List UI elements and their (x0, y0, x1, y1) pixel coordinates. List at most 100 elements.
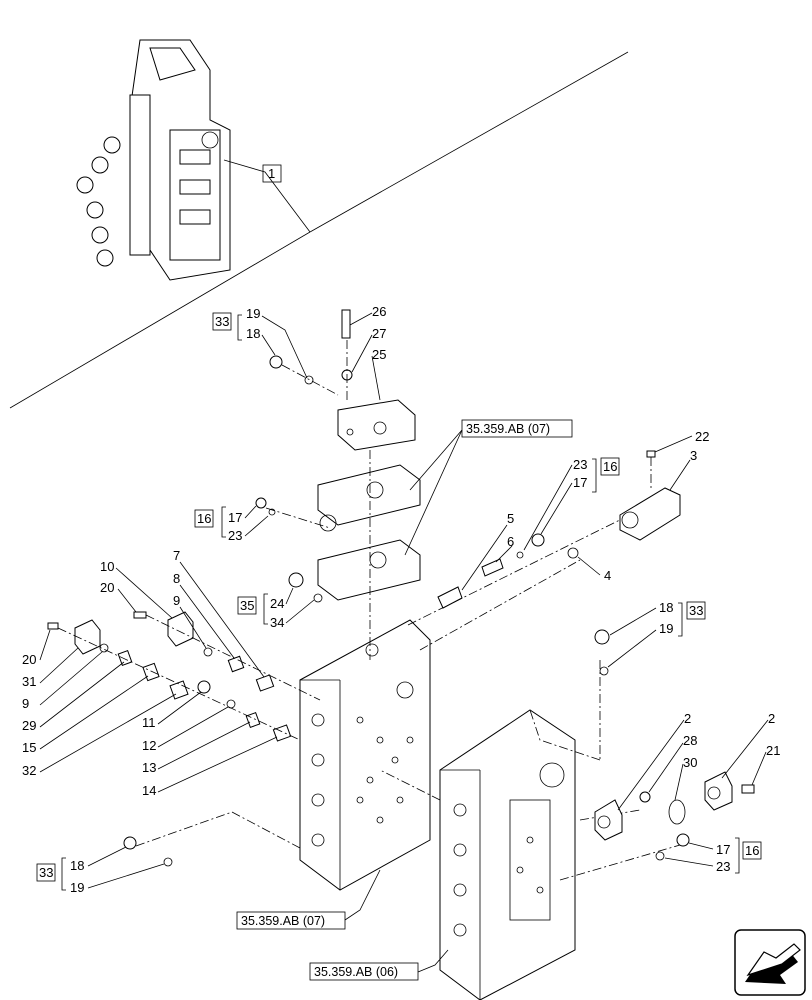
callout-25: 25 (372, 347, 386, 362)
callout-box-16c (742, 841, 762, 860)
oring-9a (99, 643, 109, 653)
callout-16a: 16 (197, 511, 211, 526)
callout-10: 10 (100, 559, 114, 574)
cap-2a (594, 799, 623, 841)
callout-box-35 (237, 596, 257, 615)
plug-17a (255, 497, 267, 509)
spring-8 (227, 655, 245, 673)
oring-19b (599, 666, 609, 676)
axis-left-a (57, 627, 301, 741)
axis-spool-4 (419, 559, 581, 651)
overview-valve-assembly (76, 39, 231, 281)
valve-section-06 (439, 709, 576, 1000)
callout-17b: 17 (573, 475, 587, 490)
callout-2a: 2 (684, 711, 691, 726)
callout-24: 24 (270, 596, 284, 611)
callout-9a: 9 (22, 696, 29, 711)
oring-30 (668, 799, 686, 825)
section-block-lower (317, 539, 421, 601)
axis-plug-18a (281, 364, 339, 396)
spring-29 (117, 650, 133, 666)
callout-1: 1 (268, 166, 275, 181)
oring-34 (313, 593, 323, 603)
plug-28 (639, 791, 651, 803)
callout-19b: 19 (659, 621, 673, 636)
callout-23b: 23 (573, 457, 587, 472)
oring-23a (268, 508, 276, 516)
stud-26 (341, 309, 351, 339)
block-31 (74, 619, 101, 655)
callout-7: 7 (173, 548, 180, 563)
callout-box-33c (36, 863, 56, 882)
callout-26: 26 (372, 304, 386, 319)
screw-20a (47, 622, 59, 630)
callout-32: 32 (22, 763, 36, 778)
callout-5: 5 (507, 511, 514, 526)
callout-box-33a (212, 312, 232, 331)
callout-13: 13 (142, 760, 156, 775)
ref-box-mid (236, 911, 346, 930)
axis-left-b (145, 614, 321, 701)
screw-20b (133, 611, 147, 619)
ref-top: 35.359.AB (07) (466, 422, 550, 436)
callout-2b: 2 (768, 711, 775, 726)
cap-2b (704, 771, 733, 811)
callout-28: 28 (683, 733, 697, 748)
plug-18a (269, 355, 283, 369)
axis-plug-link (529, 709, 601, 761)
callout-22: 22 (695, 429, 709, 444)
leader-1 (223, 159, 311, 233)
callout-18c: 18 (70, 858, 84, 873)
oring-9b (203, 647, 213, 657)
spring-13 (245, 712, 261, 728)
plug-18c (123, 836, 137, 850)
section-block-upper (317, 464, 421, 532)
separator-line-a (9, 231, 311, 409)
callout-33c: 33 (39, 865, 53, 880)
callout-14: 14 (142, 783, 156, 798)
plug-18b (594, 629, 610, 645)
callout-17a: 17 (228, 510, 242, 525)
ref-bottom: 35.359.AB (06) (314, 965, 398, 979)
callout-box-16b (600, 457, 620, 476)
callout-19a: 19 (246, 306, 260, 321)
callout-4: 4 (604, 568, 611, 583)
arrow-nav-icon[interactable] (734, 929, 806, 996)
callout-8: 8 (173, 571, 180, 586)
screw-21 (741, 784, 755, 794)
callout-box-16a (194, 509, 214, 528)
callout-29: 29 (22, 718, 36, 733)
axis-left-c (231, 811, 301, 849)
callout-18b: 18 (659, 600, 673, 615)
actuator-3 (619, 487, 681, 541)
plug-17b (531, 533, 545, 547)
callout-31: 31 (22, 674, 36, 689)
cover-plate-25 (337, 399, 416, 451)
callout-6: 6 (507, 534, 514, 549)
callout-30: 30 (683, 755, 697, 770)
callout-19c: 19 (70, 880, 84, 895)
ref-mid: 35.359.AB (07) (241, 914, 325, 928)
plug-24 (288, 572, 304, 588)
spring-6 (481, 558, 504, 577)
plug-17c (676, 833, 690, 847)
oring-19a (304, 375, 314, 385)
callout-20a: 20 (100, 580, 114, 595)
callout-box-1 (262, 164, 282, 183)
oring-4 (567, 547, 579, 559)
spool-5 (437, 586, 463, 609)
block-10 (167, 611, 194, 647)
callout-33b: 33 (689, 603, 703, 618)
callout-34: 34 (270, 615, 284, 630)
axis-plug-17c (559, 844, 681, 881)
callout-3: 3 (690, 448, 697, 463)
oring-23b (516, 551, 524, 559)
callout-15: 15 (22, 740, 36, 755)
callout-17c: 17 (716, 842, 730, 857)
ref-box-bottom (309, 962, 419, 981)
callout-16b: 16 (603, 459, 617, 474)
plug-11 (197, 680, 211, 694)
oring-23c (655, 851, 665, 861)
